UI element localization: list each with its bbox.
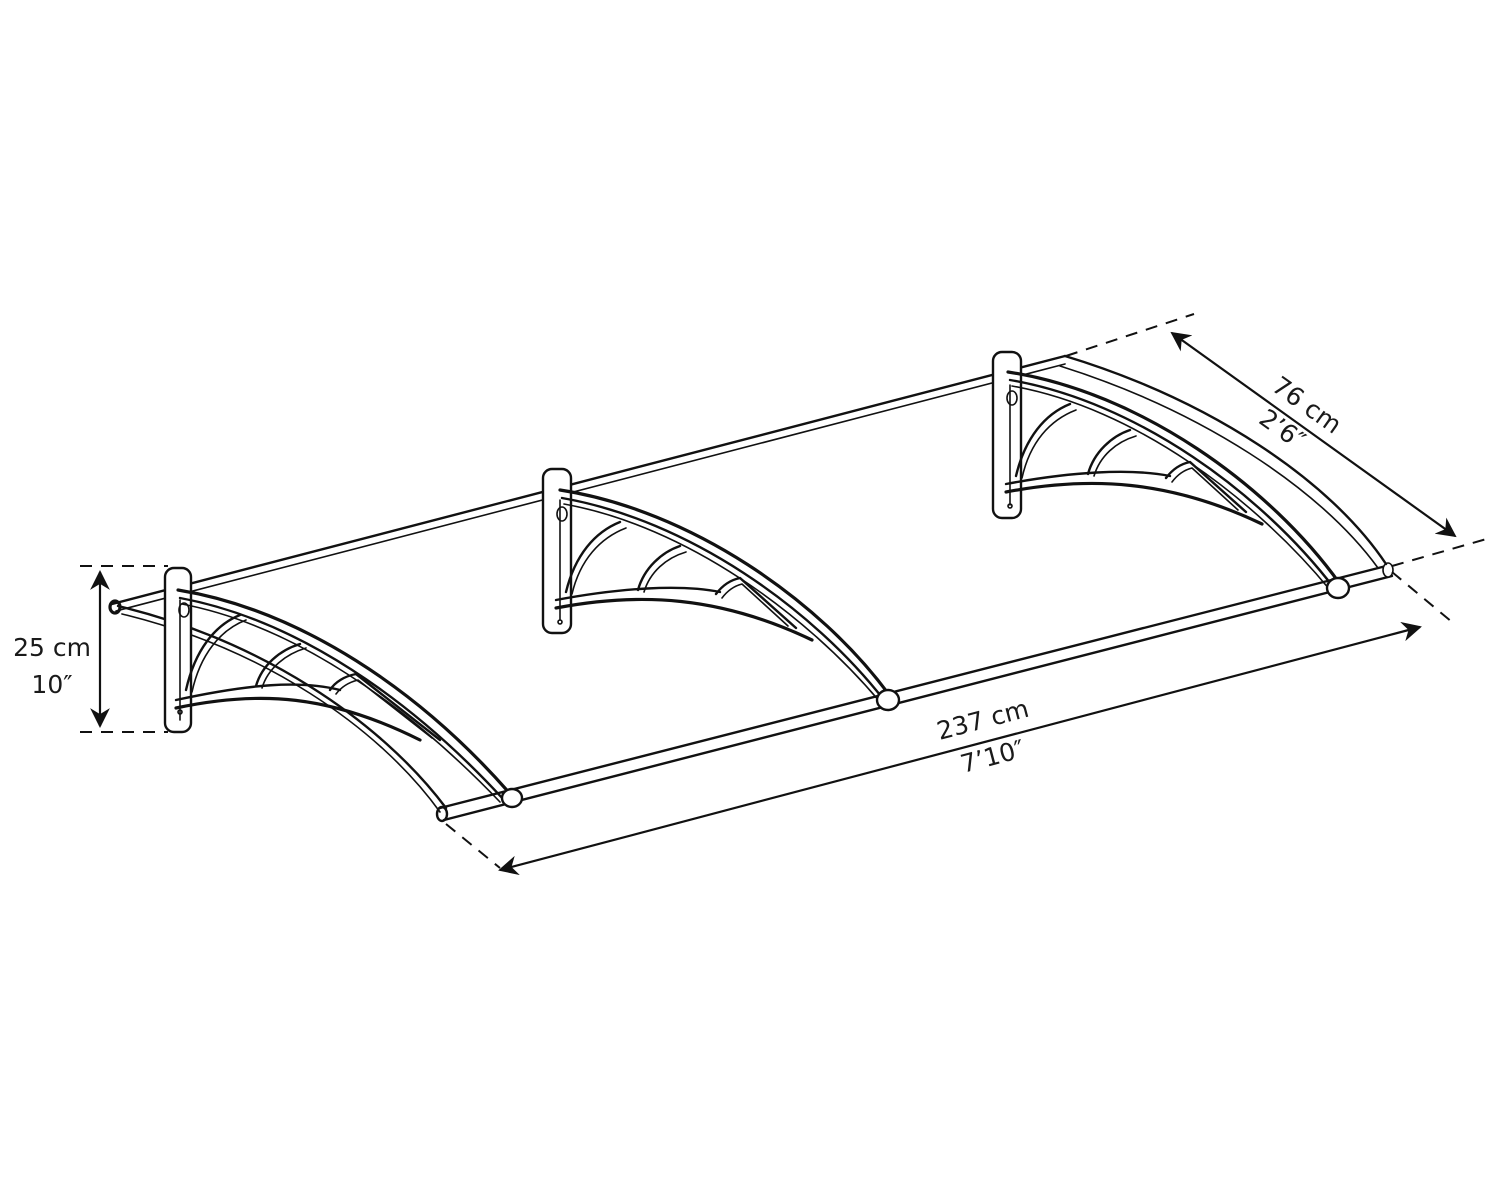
height-metric-label: 25 cm xyxy=(13,633,91,662)
bracket-left xyxy=(163,566,524,809)
width-imperial-label: 7’10″ xyxy=(957,734,1027,779)
depth-dimension: 76 cm 2’6″ xyxy=(1065,313,1491,623)
width-dimension: 237 cm 7’10″ xyxy=(445,621,1422,876)
bracket-middle xyxy=(541,467,901,712)
height-imperial-label: 10″ xyxy=(31,670,72,699)
canopy-sheet-right-edge xyxy=(1059,354,1388,569)
height-dimension: 25 cm 10″ xyxy=(13,565,168,733)
front-rail xyxy=(435,562,1394,823)
rear-wall-rail xyxy=(108,354,1067,615)
